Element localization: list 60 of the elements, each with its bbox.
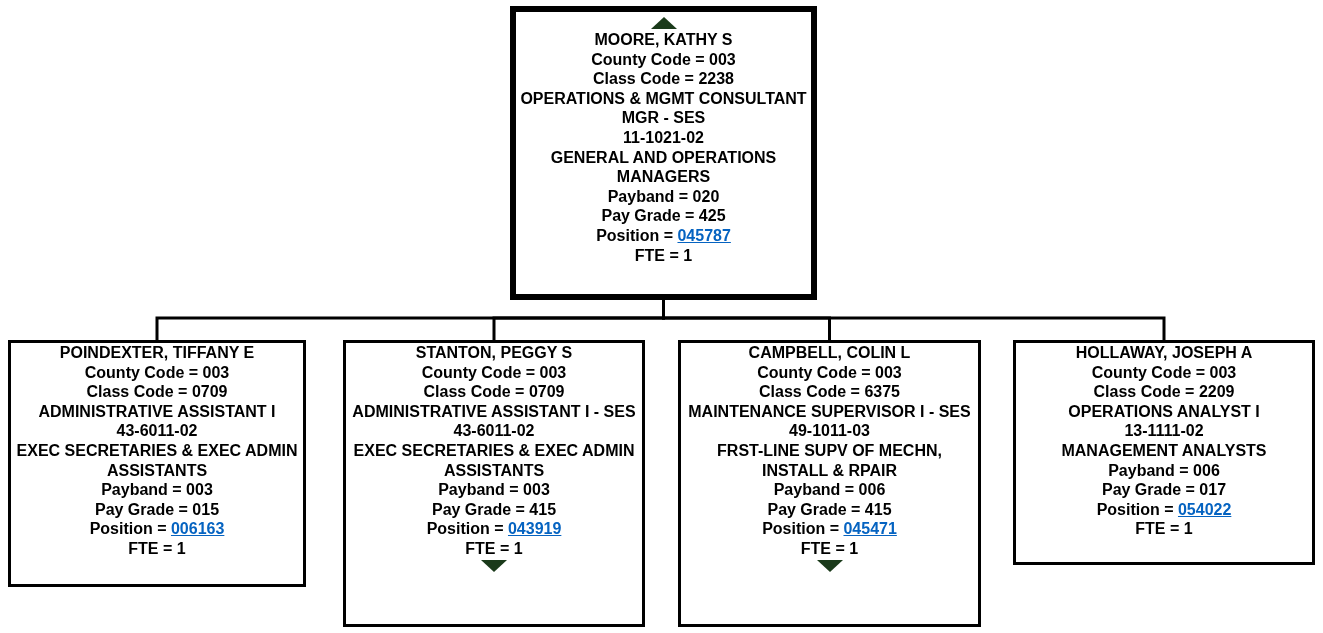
employee-detail: GENERAL AND OPERATIONS MANAGERS	[549, 147, 778, 187]
employee-detail: Class Code = 2209	[1092, 382, 1236, 402]
employee-detail: FTE = 1	[799, 538, 860, 559]
employee-detail: County Code = 003	[1090, 362, 1238, 383]
employee-detail: Pay Grade = 415	[430, 499, 558, 520]
employee-name: MOORE, KATHY S	[593, 30, 734, 50]
employee-detail: Payband = 006	[772, 480, 887, 500]
employee-detail: Payband = 003	[437, 480, 551, 500]
employee-detail: County Code = 003	[756, 362, 903, 383]
employee-detail: Class Code = 0709	[85, 382, 229, 402]
position-link: 043919	[507, 520, 562, 538]
position-link: 045471	[843, 520, 897, 538]
employee-name: CAMPBELL, COLIN L	[747, 343, 912, 363]
employee-detail: County Code = 003	[590, 49, 737, 70]
employee-detail: FTE = 1	[464, 538, 524, 559]
employee-detail: County Code = 003	[83, 362, 231, 383]
employee-detail: Class Code = 0709	[422, 382, 566, 402]
employee-detail: FTE = 1	[127, 538, 187, 559]
position-link: 045787	[677, 226, 731, 244]
employee-detail: ADMINISTRATIVE ASSISTANT I - SES	[351, 401, 637, 422]
employee-name: HOLLAWAY, JOSEPH A	[1074, 343, 1254, 363]
employee-detail: Pay Grade = 425	[600, 206, 727, 226]
employee-card	[8, 340, 306, 587]
employee-detail: FTE = 1	[633, 245, 694, 266]
employee-detail: Payband = 020	[606, 186, 721, 207]
position-text: Position = 054022	[1095, 499, 1233, 520]
employee-name: POINDEXTER, TIFFANY E	[58, 343, 256, 363]
employee-detail: Pay Grade = 017	[1100, 480, 1228, 500]
position-link: 054022	[1177, 500, 1232, 518]
employee-card	[1013, 340, 1315, 565]
employee-card	[343, 340, 645, 627]
employee-detail: Payband = 003	[100, 480, 214, 500]
employee-detail: MANAGEMENT ANALYSTS	[1060, 440, 1268, 461]
employee-detail: OPERATIONS & MGMT CONSULTANT MGR - SES	[519, 88, 808, 128]
employee-detail: Pay Grade = 015	[93, 499, 221, 520]
employee-detail: 43-6011-02	[452, 421, 536, 441]
employee-name: STANTON, PEGGY S	[414, 343, 574, 363]
employee-card	[510, 6, 817, 300]
employee-detail: 43-6011-02	[115, 421, 199, 441]
employee-card	[678, 340, 981, 627]
employee-detail: 49-1011-03	[788, 421, 871, 441]
employee-detail: 11-1021-02	[622, 127, 705, 148]
employee-detail: ADMINISTRATIVE ASSISTANT I	[37, 401, 277, 422]
employee-detail: Payband = 006	[1107, 460, 1221, 481]
employee-detail: EXEC SECRETARIES & EXEC ADMIN ASSISTANTS	[15, 440, 299, 481]
employee-detail: 13-1111-02	[1123, 421, 1205, 441]
position-text: Position = 045471	[761, 519, 898, 539]
employee-detail: FRST-LINE SUPV OF MECHN, INSTALL & RPAIR	[716, 440, 943, 481]
employee-detail: FTE = 1	[1134, 519, 1194, 539]
position-link: 006163	[170, 520, 225, 538]
position-text: Position = 045787	[595, 225, 732, 246]
employee-detail: MAINTENANCE SUPERVISOR I - SES	[687, 401, 972, 422]
employee-detail: EXEC SECRETARIES & EXEC ADMIN ASSISTANTS	[352, 440, 636, 481]
employee-detail: Pay Grade = 415	[766, 499, 893, 520]
position-text: Position = 043919	[425, 519, 563, 539]
employee-detail: OPERATIONS ANALYST I	[1067, 401, 1261, 422]
position-text: Position = 006163	[88, 519, 226, 539]
employee-detail: Class Code = 6375	[758, 382, 901, 402]
employee-detail: County Code = 003	[420, 362, 568, 383]
employee-detail: Class Code = 2238	[592, 69, 735, 89]
